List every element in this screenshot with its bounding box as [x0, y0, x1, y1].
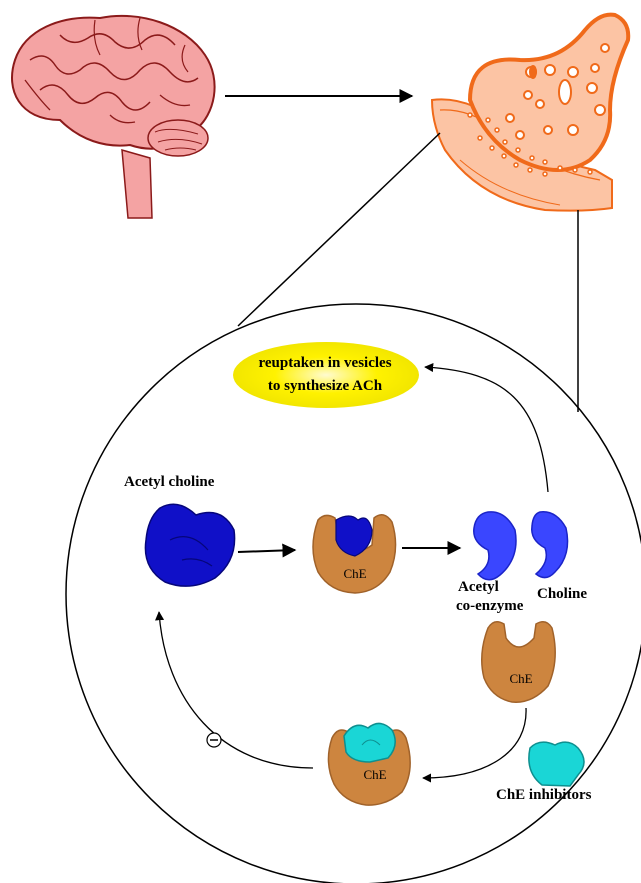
synapse-icon [432, 15, 628, 211]
choline-label: Choline [537, 586, 587, 602]
reuptake-highlight [233, 342, 419, 408]
arrow-ach-to-complex [238, 550, 295, 552]
reuptake-arrow [425, 367, 548, 492]
zoom-line-left [238, 133, 440, 326]
acetylcholine-label: Acetyl choline [124, 474, 215, 490]
che-inhibitor-molecule [529, 742, 584, 786]
che-label-free: ChE [509, 671, 532, 686]
choline-molecule [532, 512, 568, 578]
acetyl-coenzyme-label-line2: co-enzyme [456, 598, 524, 614]
reuptake-label-line1: reuptaken in vesicles [258, 355, 391, 371]
arrow-che-to-inhibited [423, 708, 526, 778]
reuptake-label-line2: to synthesize ACh [268, 378, 383, 394]
che-inhibited-complex [328, 723, 410, 805]
che-label-complex: ChE [343, 566, 366, 581]
che-inhibitors-label: ChE inhibitors [496, 787, 592, 803]
che-label-inhibited: ChE [363, 767, 386, 782]
che-enzyme-free [482, 622, 555, 702]
acetyl-coenzyme-label-line1: Acetyl [458, 579, 499, 595]
acetyl-coenzyme-molecule [474, 512, 516, 580]
acetylcholine-molecule [145, 504, 234, 586]
brain-icon [12, 16, 215, 218]
che-enzyme-complex [313, 515, 396, 593]
inhibition-arrow [159, 612, 313, 768]
